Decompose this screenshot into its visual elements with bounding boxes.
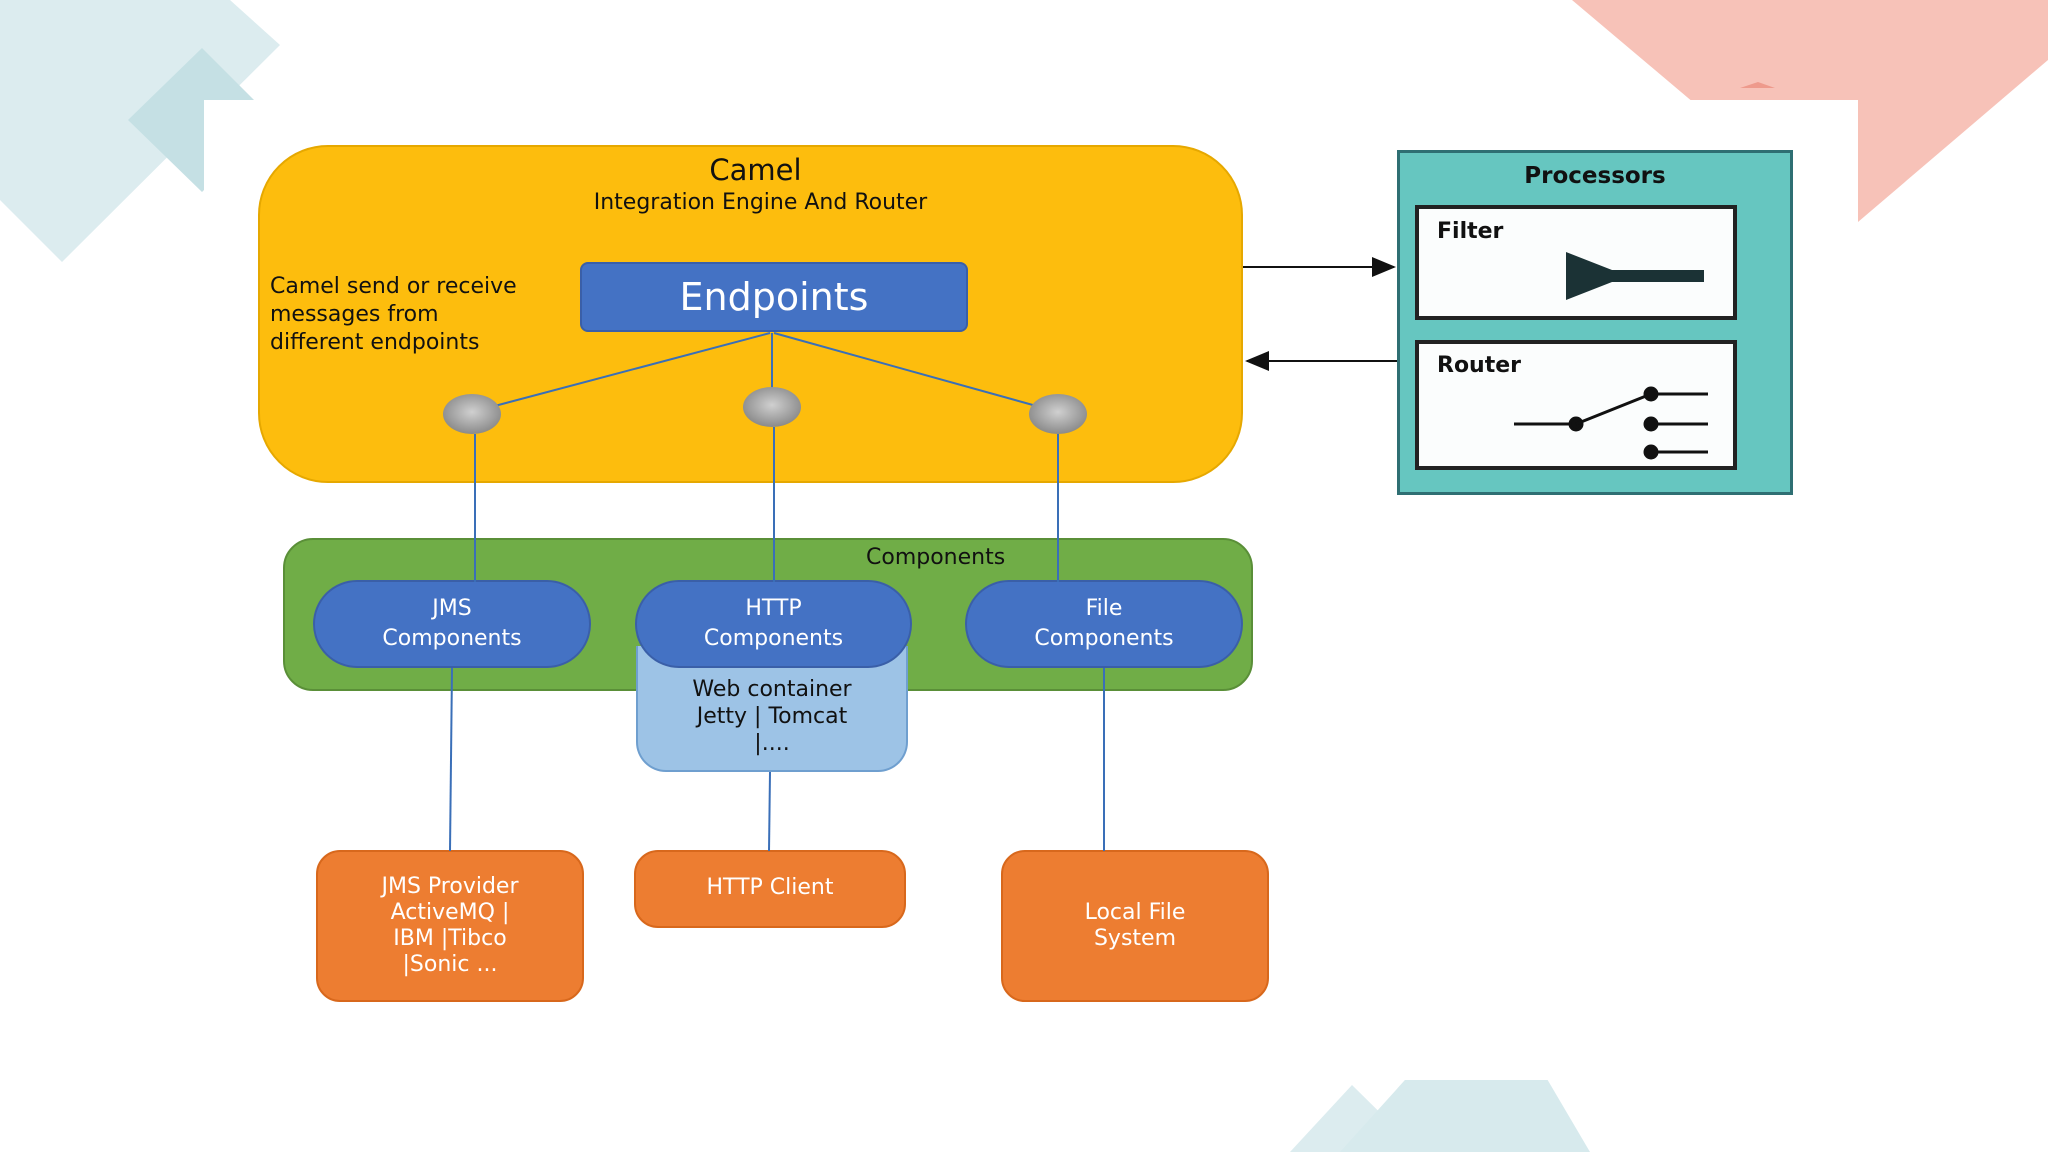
- components-title: Components: [866, 545, 1006, 570]
- file-components-node: File Components: [965, 580, 1243, 668]
- web-container-line: |....: [754, 731, 790, 756]
- engine-note: Camel send or receive messages from diff…: [270, 273, 590, 357]
- jms-components-line: JMS: [432, 596, 472, 621]
- jms-provider-line: |Sonic ...: [402, 952, 498, 977]
- jms-provider-line: JMS Provider: [381, 874, 519, 899]
- http-components-node: HTTP Components: [635, 580, 912, 668]
- processors-title: Processors: [1524, 163, 1666, 189]
- jms-components-line: Components: [382, 626, 522, 651]
- router-label: Router: [1437, 353, 1522, 378]
- file-components-line: Components: [1034, 626, 1174, 651]
- file-components-line: File: [1085, 596, 1123, 621]
- jms-components-node: JMS Components: [313, 580, 591, 668]
- engine-note-line: different endpoints: [270, 330, 480, 355]
- web-container-line: Jetty | Tomcat: [696, 704, 848, 729]
- engine-subtitle: Integration Engine And Router: [593, 190, 928, 215]
- local-file-line: System: [1093, 926, 1177, 951]
- http-client-box: HTTP Client: [634, 850, 906, 928]
- filter-label: Filter: [1437, 219, 1504, 244]
- engine-note-line: messages from: [270, 302, 439, 327]
- http-components-line: HTTP: [745, 596, 802, 621]
- endpoints-box: Endpoints: [580, 262, 968, 332]
- jms-provider-box: JMS Provider ActiveMQ | IBM |Tibco |Soni…: [316, 850, 584, 1002]
- web-container-label: Web container Jetty | Tomcat |....: [636, 676, 908, 757]
- engine-title: Camel: [709, 153, 802, 187]
- local-file-system-box: Local File System: [1001, 850, 1269, 1002]
- jms-provider-line: ActiveMQ |: [390, 900, 510, 925]
- local-file-line: Local File: [1084, 900, 1186, 925]
- jms-provider-line: IBM |Tibco: [393, 926, 507, 951]
- web-container-line: Web container: [692, 677, 852, 702]
- http-components-line: Components: [703, 626, 844, 651]
- engine-note-line: Camel send or receive: [270, 274, 517, 299]
